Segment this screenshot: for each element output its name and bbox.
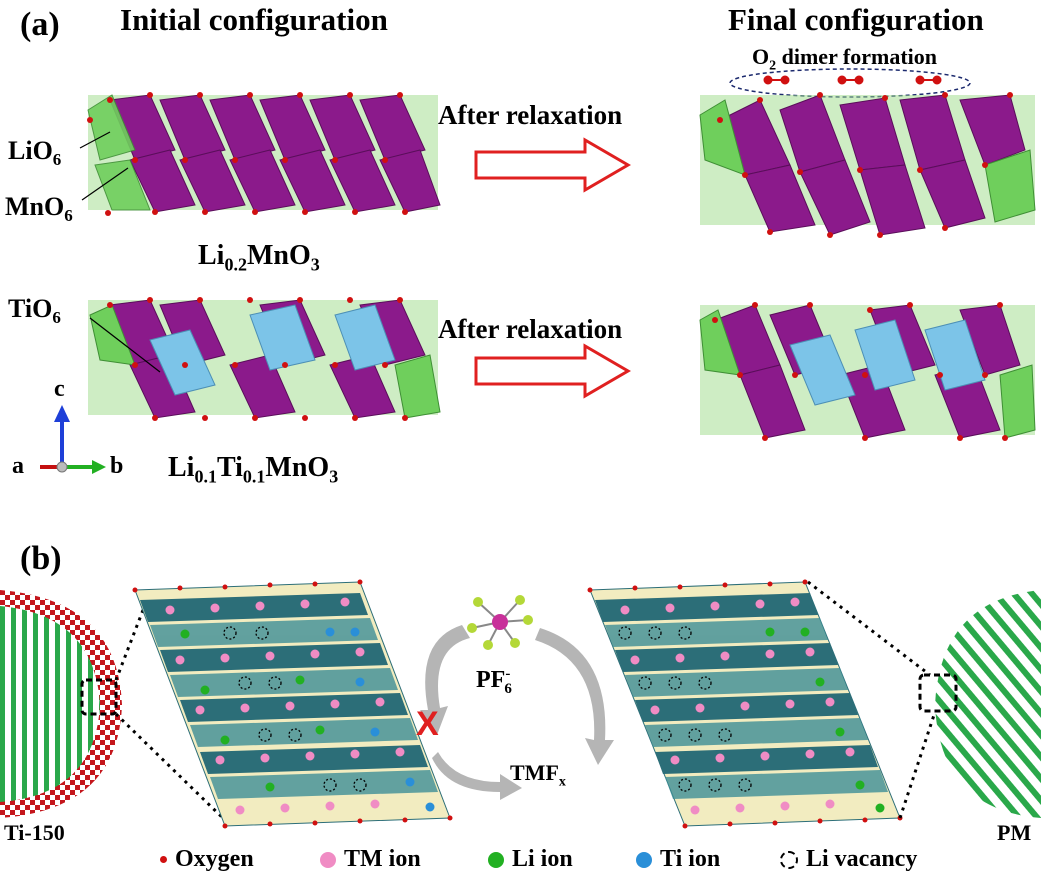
lio6-pointer	[79, 131, 111, 149]
legend-li-vacancy: Li vacancy	[780, 846, 917, 873]
after-relaxation-top: After relaxation	[438, 100, 623, 130]
slab-initial-top	[87, 92, 441, 216]
relax-arrow-bottom	[474, 343, 631, 399]
axis-c-label: c	[54, 376, 65, 402]
formula-li02mno3: Li0.2MnO3	[198, 240, 320, 275]
mno6-pointer	[81, 167, 129, 201]
tio6-label: TiO6	[8, 294, 61, 328]
relax-arrow-top	[474, 137, 631, 193]
li-ion-dot-icon	[488, 851, 504, 868]
legend-li-ion: Li ion	[488, 846, 573, 873]
reaction-cycle-arrows	[420, 625, 614, 800]
legend-ti-ion: Ti ion	[636, 846, 720, 873]
axes-indicator	[40, 405, 106, 474]
zoom-line-left-bottom	[114, 712, 232, 827]
o2-dimer-label: O2 dimer formation	[752, 44, 938, 74]
zoom-line-right-bottom	[898, 711, 937, 819]
tio6-pointer	[89, 317, 161, 373]
pm-label: PM	[997, 820, 1032, 845]
zoom-line-right-top	[807, 580, 931, 677]
blocked-x-mark: X	[416, 705, 439, 743]
lattice-pristine	[587, 579, 903, 829]
pf6-molecule-icon	[467, 595, 533, 650]
panel-a-label: (a)	[20, 6, 60, 43]
initial-config-title: Initial configuration	[120, 2, 388, 37]
ti150-particle	[0, 590, 122, 818]
legend-tm-ion: TM ion	[320, 846, 421, 873]
tmfx-label: TMFx	[510, 760, 566, 790]
oxygen-dot-icon	[160, 856, 167, 863]
legend-oxygen: Oxygen	[160, 846, 254, 873]
final-config-title: Final configuration	[728, 2, 984, 37]
mno6-label: MnO6	[5, 192, 73, 226]
ti150-label: Ti-150	[4, 820, 65, 845]
pf6-label: PF-6	[476, 666, 512, 697]
formula-li01ti01mno3: Li0.1Ti0.1MnO3	[168, 452, 339, 487]
slab-final-bottom	[699, 302, 1036, 441]
slab-final-top	[699, 68, 1036, 238]
axis-a-label: a	[12, 453, 24, 479]
ti-ion-dot-icon	[636, 851, 652, 868]
tm-ion-dot-icon	[320, 851, 336, 868]
lio6-label: LiO6	[8, 136, 62, 170]
slab-initial-bottom	[88, 297, 441, 421]
panel-b-label: (b)	[20, 540, 62, 577]
axis-b-label: b	[110, 453, 124, 479]
after-relaxation-bottom: After relaxation	[438, 314, 623, 344]
li-vacancy-circle-icon	[780, 850, 798, 869]
lattice-ti-doped	[132, 579, 453, 829]
pm-particle	[918, 590, 1041, 818]
